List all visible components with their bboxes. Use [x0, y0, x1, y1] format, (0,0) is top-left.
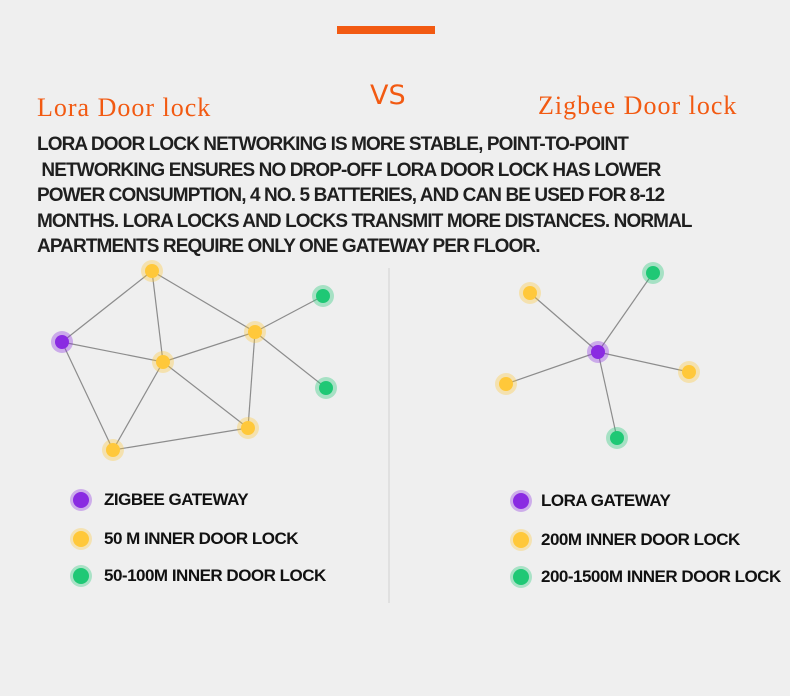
vs-label: VS — [370, 80, 406, 111]
gateway-node — [591, 345, 605, 359]
legend-item-outer-lock-right: 200-1500M INNER DOOR LOCK — [513, 567, 781, 587]
legend-item-outer-lock-left: 50-100M INNER DOOR LOCK — [73, 566, 326, 586]
legend-label: ZIGBEE GATEWAY — [104, 490, 249, 509]
inner-lock-dot-icon — [513, 532, 529, 548]
network-link — [597, 351, 690, 373]
legend-item-gateway-left: ZIGBEE GATEWAY — [73, 490, 249, 510]
network-link — [597, 272, 654, 353]
network-link — [61, 341, 114, 451]
gateway-node — [55, 335, 69, 349]
network-link — [254, 331, 327, 389]
network-link — [112, 427, 249, 451]
inner_lock-node — [523, 286, 537, 300]
legend-item-inner-lock-left: 50 M INNER DOOR LOCK — [73, 529, 299, 549]
network-link — [254, 295, 324, 333]
network-link — [529, 292, 599, 353]
outer_lock-node — [646, 266, 660, 280]
legend-label: 200M INNER DOOR LOCK — [541, 530, 740, 549]
network-link — [162, 361, 249, 429]
network-link — [505, 351, 599, 385]
accent-bar — [337, 26, 435, 34]
legend-label: LORA GATEWAY — [541, 491, 671, 510]
inner_lock-node — [248, 325, 262, 339]
network-link — [151, 270, 164, 363]
inner_lock-node — [156, 355, 170, 369]
zigbee-title: Zigbee Door lock — [538, 91, 738, 120]
legend-item-gateway-right: LORA GATEWAY — [513, 491, 671, 511]
gateway-dot-icon — [73, 492, 89, 508]
description-text: LORA DOOR LOCK NETWORKING IS MORE STABLE… — [37, 134, 693, 257]
outer-lock-dot-icon — [73, 568, 89, 584]
inner_lock-node — [106, 443, 120, 457]
inner_lock-node — [682, 365, 696, 379]
network-link — [61, 270, 153, 343]
inner_lock-node — [145, 264, 159, 278]
star-network-diagram — [495, 262, 700, 449]
legend-label: 50 M INNER DOOR LOCK — [104, 529, 299, 548]
lora-title: Lora Door lock — [37, 93, 212, 122]
network-link — [162, 331, 256, 363]
outer_lock-node — [316, 289, 330, 303]
outer_lock-node — [319, 381, 333, 395]
legend-label: 50-100M INNER DOOR LOCK — [104, 566, 326, 585]
network-link — [597, 351, 618, 439]
outer-lock-dot-icon — [513, 569, 529, 585]
network-link — [151, 270, 256, 333]
network-link — [112, 361, 164, 451]
network-link — [247, 331, 256, 429]
mesh-network-diagram — [51, 260, 337, 461]
inner-lock-dot-icon — [73, 531, 89, 547]
legend-label: 200-1500M INNER DOOR LOCK — [541, 567, 781, 586]
inner_lock-node — [241, 421, 255, 435]
legend-item-inner-lock-right: 200M INNER DOOR LOCK — [513, 530, 740, 550]
gateway-dot-icon — [513, 493, 529, 509]
network-link — [61, 341, 164, 363]
outer_lock-node — [610, 431, 624, 445]
inner_lock-node — [499, 377, 513, 391]
